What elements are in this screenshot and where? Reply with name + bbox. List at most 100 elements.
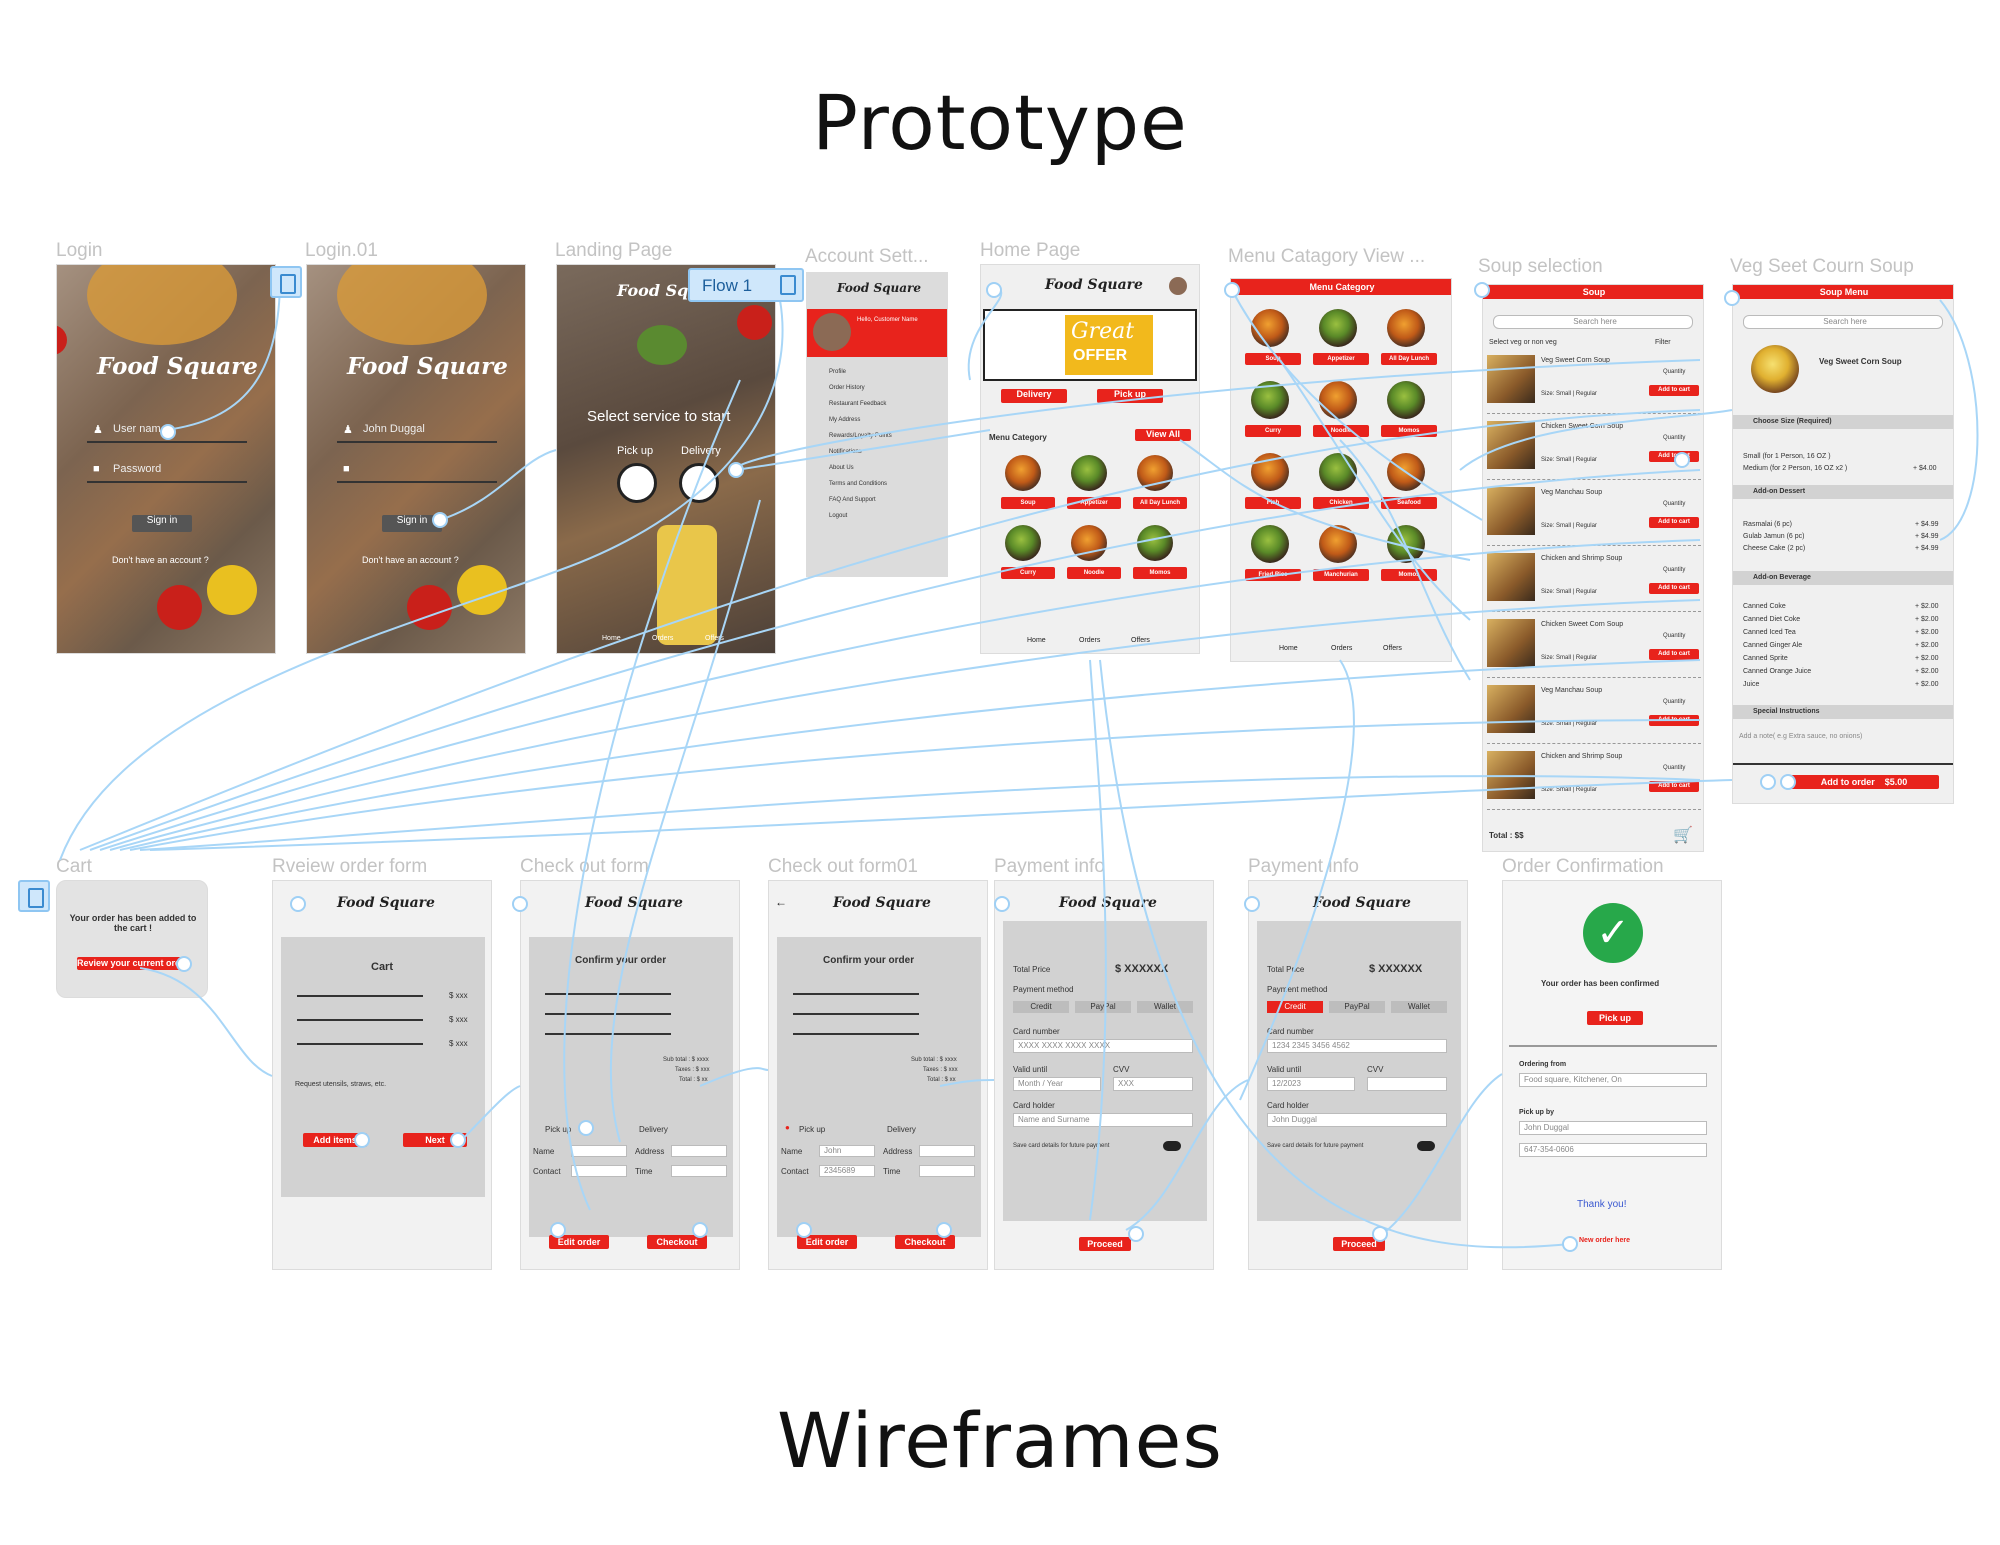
veg-note[interactable]: Add a note( e.g Extra sauce, no onions) — [1739, 733, 1863, 740]
home-view-all-button[interactable]: View All — [1135, 429, 1191, 441]
home-category-button[interactable]: Curry — [1001, 567, 1055, 579]
pay2-screen[interactable]: Food Square Total Price $ XXXXXX Payment… — [1248, 880, 1468, 1270]
landing-nav-offers[interactable]: Offers — [705, 635, 724, 642]
checkout-delivery[interactable]: Delivery — [639, 1125, 668, 1134]
review-add-items-button[interactable]: Add items — [303, 1133, 367, 1147]
menu-category-image[interactable] — [1319, 525, 1357, 563]
checkout01-contact-field[interactable]: 2345689 — [819, 1165, 875, 1177]
account-menu-item[interactable]: Restaurant Feedback — [829, 401, 887, 407]
account-menu-item[interactable]: Rewards/Loyalty Points — [829, 433, 892, 439]
soup-add-to-cart-button[interactable]: Add to cart — [1649, 781, 1699, 792]
pay1-valid-field[interactable]: Month / Year — [1013, 1077, 1101, 1091]
veg-bev-option[interactable]: Canned Diet Coke — [1743, 616, 1801, 623]
menu-category-image[interactable] — [1251, 453, 1289, 491]
home-category-image[interactable] — [1005, 455, 1041, 491]
checkout-address-field[interactable] — [671, 1145, 727, 1157]
login-password[interactable]: Password — [113, 463, 162, 475]
radio-selected-icon[interactable]: ● — [785, 1123, 790, 1132]
account-menu-item[interactable]: Logout — [829, 513, 848, 519]
soup-search-input[interactable]: Search here — [1493, 315, 1693, 329]
veg-size-medium[interactable]: Medium (for 2 Person, 16 OZ x2 ) — [1743, 465, 1848, 472]
soup-item-name[interactable]: Veg Sweet Corn Soup — [1541, 357, 1610, 364]
checkout01-time-field[interactable] — [919, 1165, 975, 1177]
account-menu-item[interactable]: FAQ And Support — [829, 497, 876, 503]
login01-username[interactable]: John Duggal — [363, 423, 425, 435]
menu-category-button[interactable]: All Day Lunch — [1381, 353, 1437, 365]
soup-item-image[interactable] — [1487, 619, 1535, 667]
veg-bev-option[interactable]: Canned Ginger Ale — [1743, 642, 1803, 649]
home-nav-orders[interactable]: Orders — [1079, 637, 1101, 644]
checkout-edit-button[interactable]: Edit order — [549, 1235, 609, 1249]
review-screen[interactable]: Food Square Cart $ xxx $ xxx $ xxx Reque… — [272, 880, 492, 1270]
soup-item-size[interactable]: Size: Small | Regular — [1541, 655, 1597, 661]
checkout01-name-field[interactable]: John — [819, 1145, 875, 1157]
home-category-button[interactable]: Appetizer — [1067, 497, 1121, 509]
home-category-image[interactable] — [1071, 525, 1107, 561]
menu-category-button[interactable]: Appetizer — [1313, 353, 1369, 365]
home-pickup-button[interactable]: Pick up — [1097, 389, 1163, 403]
pickup-icon[interactable] — [617, 463, 657, 503]
pay2-cvv-field[interactable] — [1367, 1077, 1447, 1091]
pay1-holder-field[interactable]: Name and Surname — [1013, 1113, 1193, 1127]
login-username[interactable]: User nam — [113, 423, 161, 435]
flow-start-icon[interactable] — [270, 266, 302, 298]
flow-start-icon[interactable] — [18, 880, 50, 912]
cart-icon[interactable]: 🛒 — [1673, 827, 1693, 844]
account-menu-item[interactable]: Profile — [829, 369, 847, 375]
menu-category-button[interactable]: Chicken — [1313, 497, 1369, 509]
pay1-proceed-button[interactable]: Proceed — [1079, 1237, 1131, 1251]
home-category-button[interactable]: All Day Lunch — [1133, 497, 1187, 509]
soup-item-name[interactable]: Veg Manchau Soup — [1541, 489, 1603, 496]
cart-screen[interactable]: Your order has been added to the cart ! … — [56, 880, 208, 998]
menu-category-image[interactable] — [1251, 381, 1289, 419]
home-category-image[interactable] — [1071, 455, 1107, 491]
pay2-paypal-tab[interactable]: PayPal — [1329, 1001, 1385, 1013]
pay2-valid-field[interactable]: 12/2023 — [1267, 1077, 1355, 1091]
pay1-card-field[interactable]: XXXX XXXX XXXX XXXX — [1013, 1039, 1193, 1053]
menu-category-image[interactable] — [1387, 525, 1425, 563]
veg-bev-option[interactable]: Juice — [1743, 681, 1760, 688]
soup-item-name[interactable]: Chicken and Shrimp Soup — [1541, 753, 1623, 760]
pay1-credit-tab[interactable]: Credit — [1013, 1001, 1069, 1013]
soup-screen[interactable]: Soup Search here Select veg or non veg F… — [1482, 284, 1704, 852]
home-category-image[interactable] — [1137, 455, 1173, 491]
offer-banner[interactable]: Great OFFER — [983, 309, 1197, 381]
checkout01-screen[interactable]: ← Food Square Confirm your order Sub tot… — [768, 880, 988, 1270]
pay2-save-toggle[interactable] — [1417, 1141, 1435, 1151]
cart-review-button[interactable]: Review your current order — [77, 957, 187, 970]
soup-add-to-cart-button[interactable]: Add to cart — [1649, 583, 1699, 594]
menu-category-button[interactable]: Fish — [1245, 497, 1301, 509]
review-request[interactable]: Request utensils, straws, etc. — [295, 1081, 387, 1088]
pay1-cvv-field[interactable]: XXX — [1113, 1077, 1193, 1091]
menu-category-image[interactable] — [1319, 381, 1357, 419]
soup-add-to-cart-button[interactable]: Add to cart — [1649, 649, 1699, 660]
checkout01-delivery[interactable]: Delivery — [887, 1125, 916, 1134]
menu-category-image[interactable] — [1387, 309, 1425, 347]
menu-category-image[interactable] — [1251, 309, 1289, 347]
menu-nav-offers[interactable]: Offers — [1383, 645, 1402, 652]
menu-category-button[interactable]: Momos — [1381, 569, 1437, 581]
menu-nav-orders[interactable]: Orders — [1331, 645, 1353, 652]
soup-add-to-cart-button[interactable]: Add to cart — [1649, 715, 1699, 726]
menu-category-button[interactable]: Manchurian — [1313, 569, 1369, 581]
soup-item-size[interactable]: Size: Small | Regular — [1541, 721, 1597, 727]
confirm-screen[interactable]: ✓ Your order has been confirmed Pick up … — [1502, 880, 1722, 1270]
menu-category-image[interactable] — [1319, 453, 1357, 491]
pay2-wallet-tab[interactable]: Wallet — [1391, 1001, 1447, 1013]
checkout-pickup[interactable]: Pick up — [545, 1125, 572, 1134]
checkout-name-field[interactable] — [571, 1145, 627, 1157]
confirm-new-order-link[interactable]: New order here — [1579, 1237, 1630, 1244]
home-delivery-button[interactable]: Delivery — [1001, 389, 1067, 403]
veg-add-order-button[interactable]: Add to order $5.00 — [1789, 775, 1939, 789]
menu-category-button[interactable]: Soup — [1245, 353, 1301, 365]
soup-item-quantity[interactable]: Quantity — [1663, 501, 1686, 507]
soup-item-name[interactable]: Chicken Sweet Corn Soup — [1541, 621, 1624, 628]
veg-screen[interactable]: Soup Menu Search here Veg Sweet Corn Sou… — [1732, 284, 1954, 804]
landing-screen[interactable]: Food Square Select service to start Pick… — [556, 264, 776, 654]
home-category-button[interactable]: Momos — [1133, 567, 1187, 579]
account-menu-item[interactable]: Order History — [829, 385, 865, 391]
login-screen[interactable]: Food Square ♟ User nam ■ Password Sign i… — [56, 264, 276, 654]
soup-add-to-cart-button[interactable]: Add to cart — [1649, 385, 1699, 396]
home-nav-home[interactable]: Home — [1027, 637, 1046, 644]
